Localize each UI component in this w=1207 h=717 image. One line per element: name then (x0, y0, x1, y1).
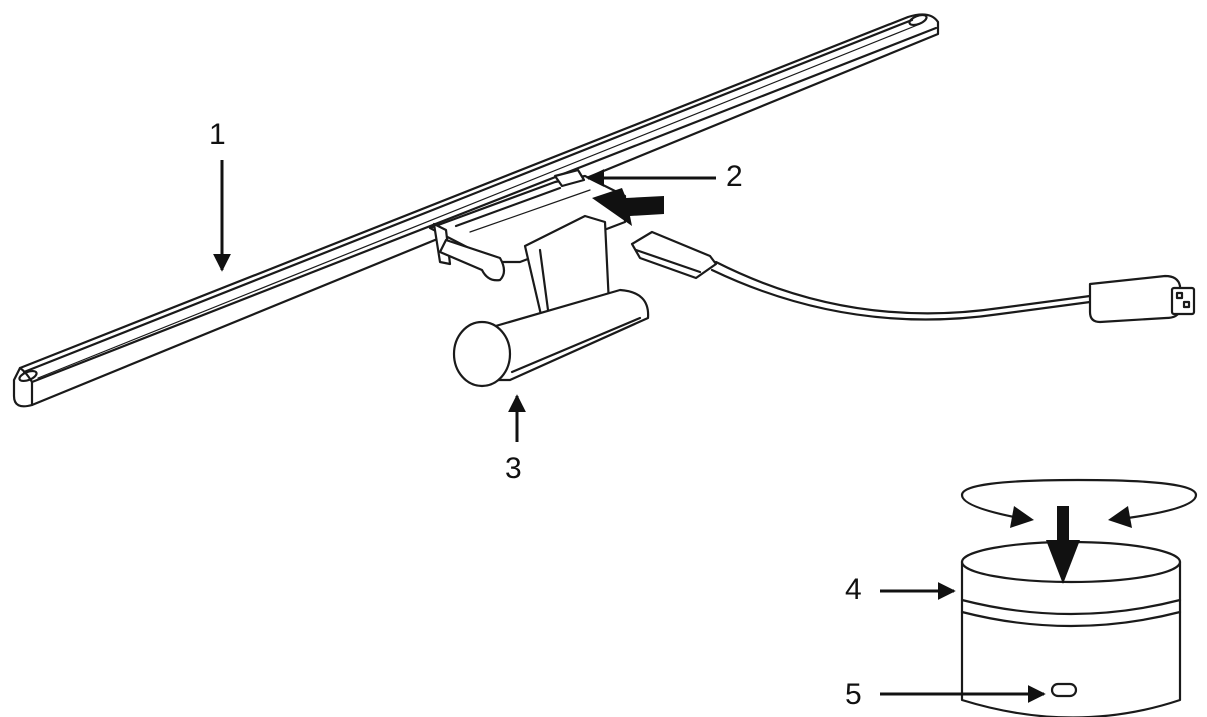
callout-label-4: 4 (845, 573, 862, 606)
insert-arrow-icon (592, 188, 664, 226)
callout-label-1: 1 (209, 118, 226, 151)
usb-cable (630, 230, 1196, 324)
rotary-controller (960, 540, 1182, 717)
callout-label-2: 2 (726, 160, 743, 193)
counterweight-clamp (452, 214, 650, 388)
press-arrow-icon (1046, 506, 1080, 584)
rotate-arrow-icon (960, 478, 1198, 528)
callout-label-3: 3 (505, 452, 522, 485)
usb-c-port-icon (1050, 682, 1078, 698)
callout-label-5: 5 (845, 678, 862, 711)
